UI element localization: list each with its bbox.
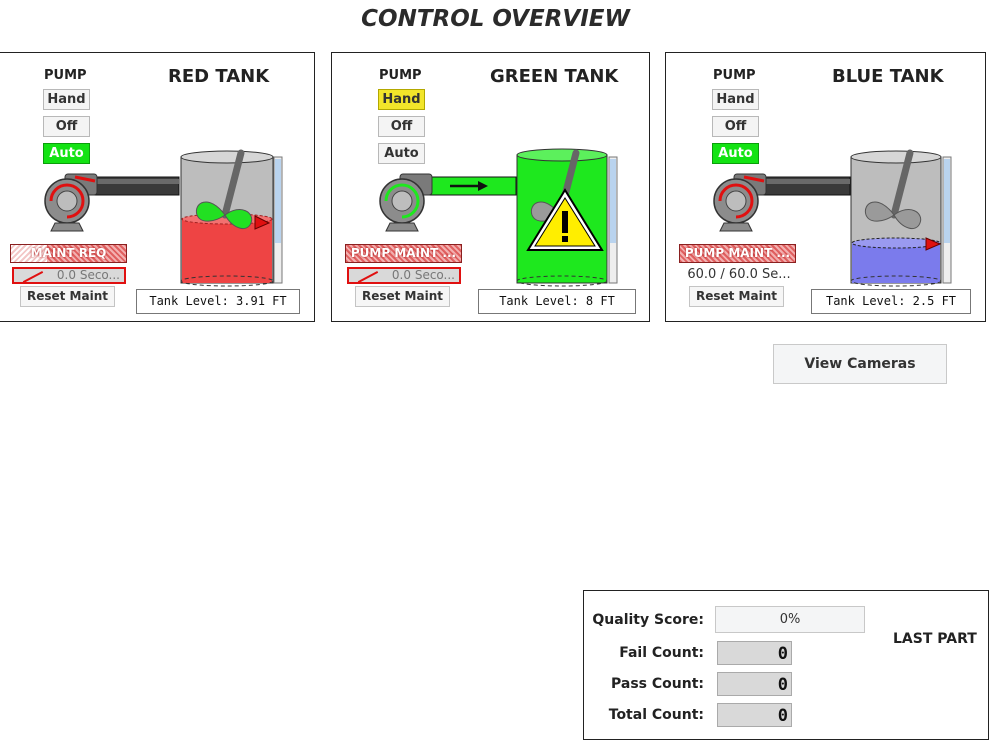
green-tank-panel: PUMP GREEN TANK Hand Off Auto: [331, 52, 650, 322]
pump-icon: [44, 173, 98, 232]
blue-tank-graphic: [713, 149, 952, 287]
pump-icon: [713, 173, 767, 232]
auto-button[interactable]: Auto: [378, 143, 425, 164]
green-tank-graphic: [379, 148, 618, 287]
fail-count-label: Fail Count:: [619, 645, 704, 661]
reset-maint-button[interactable]: Reset Maint: [689, 286, 784, 307]
quality-panel: Quality Score: 0% LAST PART Fail Count: …: [583, 590, 989, 740]
tank-level-readout: Tank Level: 2.5 FT: [811, 289, 971, 314]
red-tank-graphic: [44, 149, 283, 287]
pump-label: PUMP: [44, 68, 87, 83]
maint-status-indicator: PUMP MAINT ...: [345, 244, 462, 263]
maint-timer: 0.0 Seco...: [347, 267, 461, 284]
reset-maint-button[interactable]: Reset Maint: [355, 286, 450, 307]
off-button[interactable]: Off: [43, 116, 90, 137]
fail-count-value: 0: [717, 641, 792, 665]
tank-name: BLUE TANK: [832, 66, 944, 87]
maint-timer: 60.0 / 60.0 Se...: [687, 267, 791, 282]
pass-count-label: Pass Count:: [611, 676, 704, 692]
tank-name: GREEN TANK: [490, 66, 619, 87]
hand-button[interactable]: Hand: [712, 89, 759, 110]
page-title: CONTROL OVERVIEW: [361, 6, 630, 32]
maint-status-text: PUMP MAINT ...: [350, 246, 457, 260]
off-button[interactable]: Off: [378, 116, 425, 137]
maint-status-text: MAINT REQ: [30, 246, 107, 260]
tank-level-readout: Tank Level: 8 FT: [478, 289, 636, 314]
tank-level-readout: Tank Level: 3.91 FT: [136, 289, 300, 314]
pass-count-value: 0: [717, 672, 792, 696]
hand-button[interactable]: Hand: [378, 89, 425, 110]
maint-status-indicator: PUMP MAINT ...: [679, 244, 796, 263]
quality-score-value: 0%: [715, 606, 865, 633]
maint-status-text: PUMP MAINT ...: [684, 246, 791, 260]
reset-maint-button[interactable]: Reset Maint: [20, 286, 115, 307]
total-count-label: Total Count:: [608, 707, 704, 723]
last-part-label: LAST PART: [893, 631, 977, 647]
quality-score-label: Quality Score:: [592, 612, 704, 628]
pump-label: PUMP: [713, 68, 756, 83]
auto-button[interactable]: Auto: [712, 143, 759, 164]
tank-icon: [850, 149, 952, 287]
hand-button[interactable]: Hand: [43, 89, 90, 110]
tank-name: RED TANK: [168, 66, 270, 87]
warning-icon: [526, 188, 604, 251]
total-count-value: 0: [717, 703, 792, 727]
off-button[interactable]: Off: [712, 116, 759, 137]
pump-label: PUMP: [379, 68, 422, 83]
maint-timer: 0.0 Seco...: [12, 267, 126, 284]
pump-icon: [379, 173, 433, 232]
red-tank-panel: PUMP RED TANK Hand Off Auto: [0, 52, 315, 322]
tank-icon: [180, 149, 283, 287]
auto-button[interactable]: Auto: [43, 143, 90, 164]
view-cameras-button[interactable]: View Cameras: [773, 344, 947, 384]
maint-status-indicator: MAINT REQ: [10, 244, 127, 263]
blue-tank-panel: PUMP BLUE TANK Hand Off Auto: [665, 52, 986, 322]
